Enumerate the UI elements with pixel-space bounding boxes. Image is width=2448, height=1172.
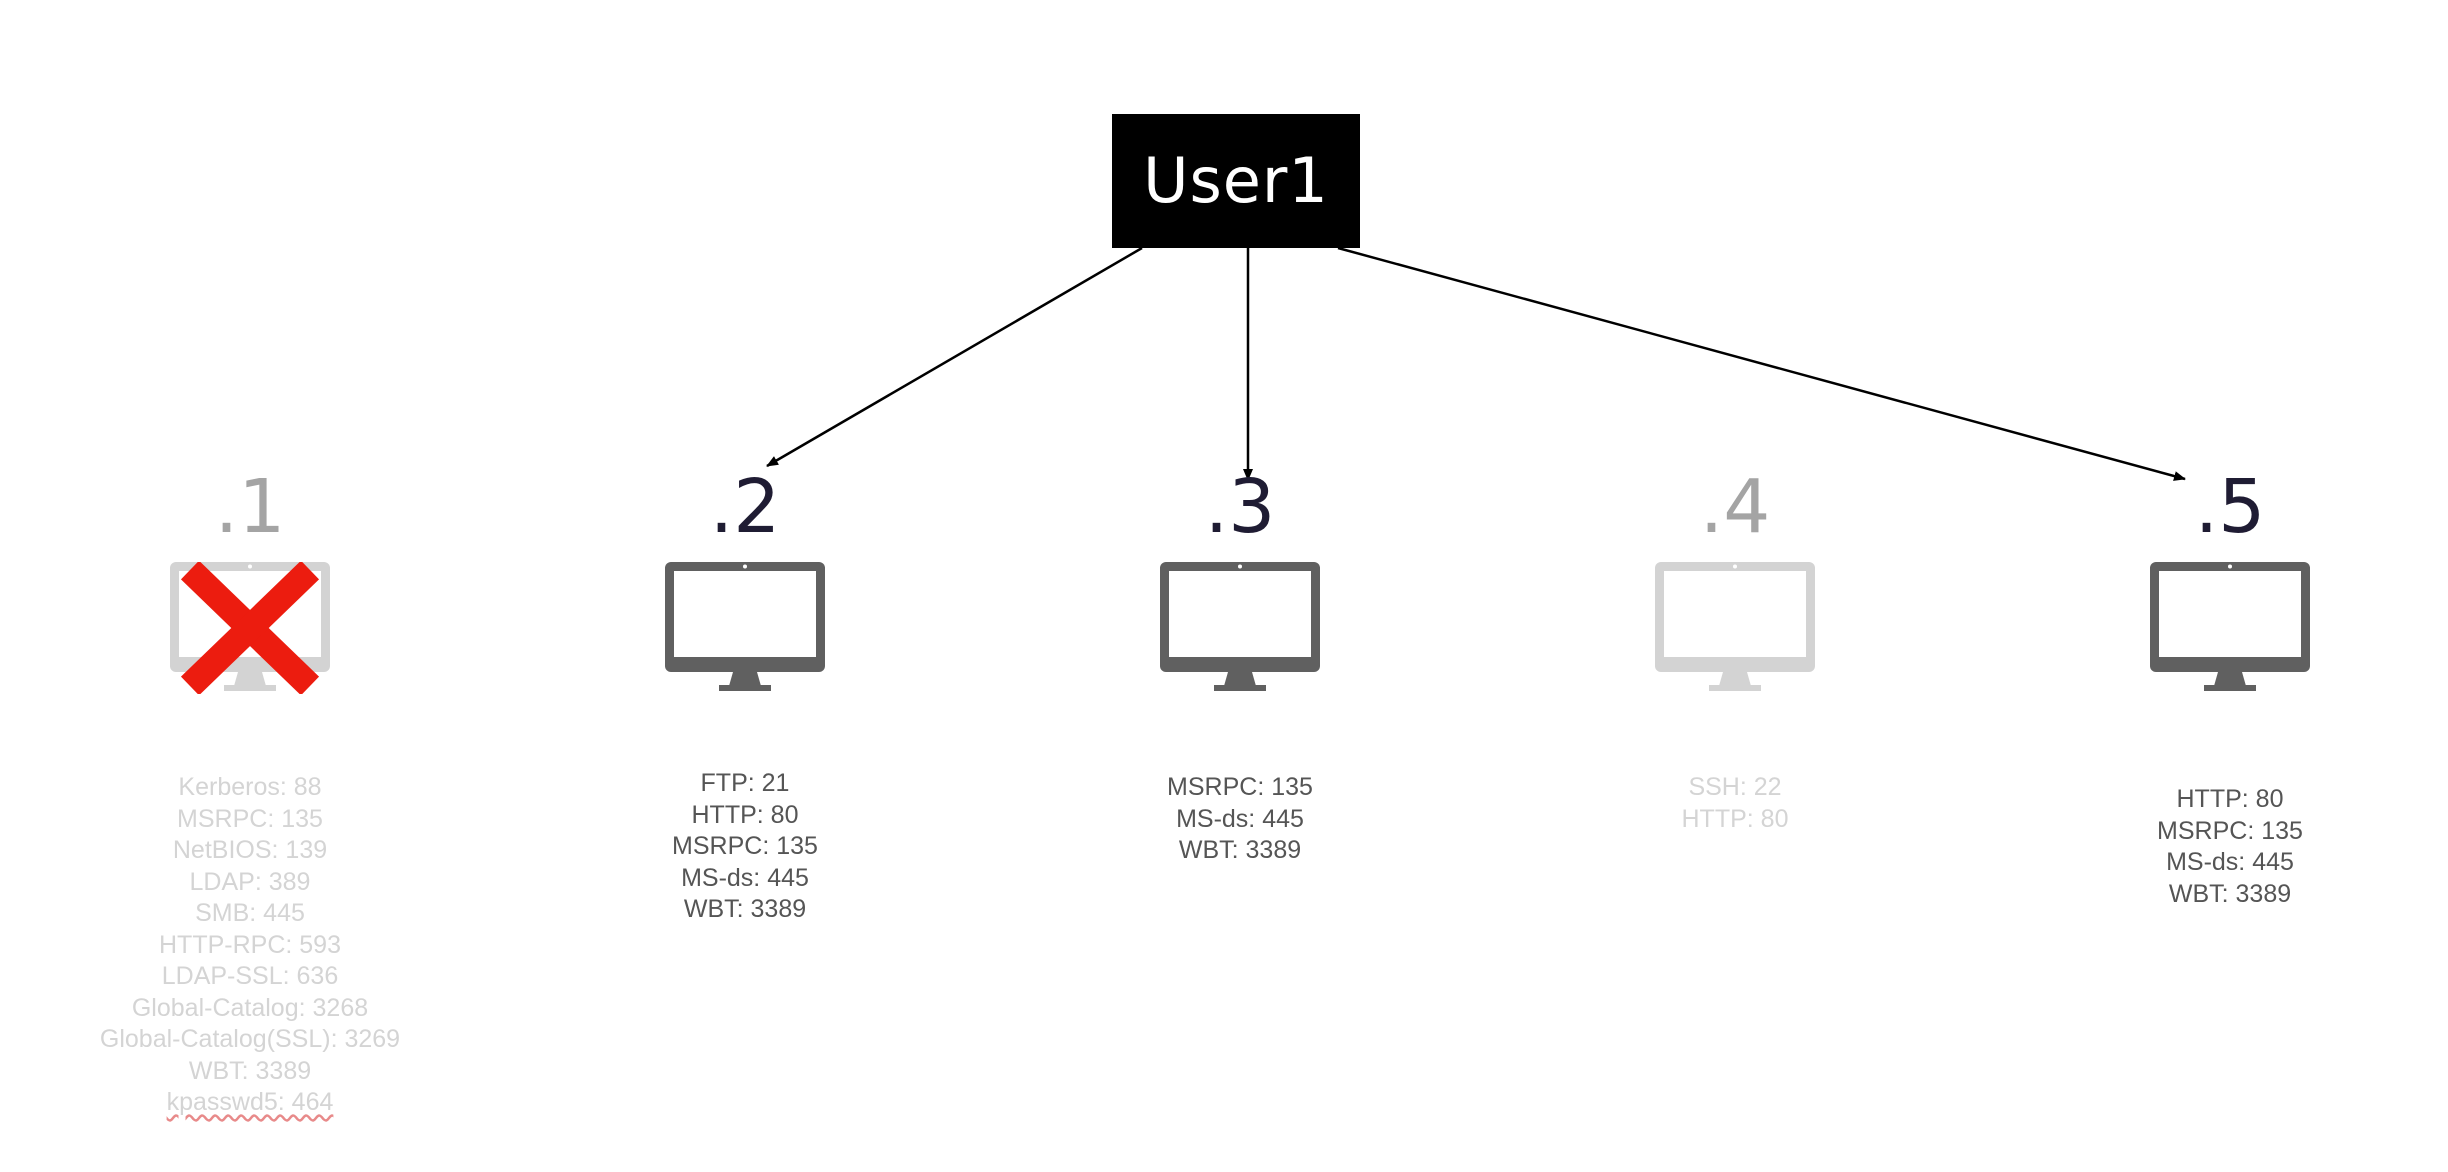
service-item: kpasswd5: 464 — [166, 1088, 334, 1116]
host-5-number: .5 — [2194, 464, 2266, 550]
host-3-monitor — [1160, 562, 1320, 694]
monitor-icon — [1160, 562, 1320, 691]
service-item: MS-ds: 445 — [1176, 804, 1304, 833]
user1-label: User1 — [1143, 144, 1329, 217]
host-1-number: .1 — [214, 464, 286, 550]
red-x-icon — [180, 562, 320, 694]
service-item: Global-Catalog: 3268 — [131, 993, 369, 1022]
service-item: LDAP-SSL: 636 — [161, 962, 339, 990]
host-5-monitor — [2150, 562, 2310, 694]
host-1-monitor — [170, 562, 330, 694]
host-2-monitor — [665, 562, 825, 694]
service-item: MS-ds: 445 — [681, 863, 809, 892]
service-item: SMB: 445 — [195, 899, 305, 927]
host-4-monitor — [1655, 562, 1815, 694]
host-4-services: SSH: 22 HTTP: 80 — [1525, 772, 1945, 835]
service-item: WBT: 3389 — [683, 895, 807, 923]
host-1-services: Kerberos: 88 MSRPC: 135 NetBIOS: 139 LDA… — [40, 772, 460, 1119]
service-item: MSRPC: 135 — [672, 832, 818, 860]
service-item: HTTP-RPC: 593 — [159, 930, 341, 959]
host-4[interactable]: .4 SSH: 22 HTTP: 80 — [1525, 464, 1945, 833]
host-4-number: .4 — [1699, 464, 1771, 550]
host-2-number: .2 — [709, 464, 781, 550]
monitor-icon — [1655, 562, 1815, 691]
service-item: MSRPC: 135 — [177, 804, 323, 833]
service-item: WBT: 3389 — [2168, 879, 2292, 908]
service-item: Global-Catalog(SSL): 3269 — [99, 1025, 401, 1053]
service-item: SSH: 22 — [1688, 773, 1782, 801]
service-item: HTTP: 80 — [691, 800, 799, 829]
service-item: MS-ds: 445 — [2166, 848, 2294, 876]
edge-user1-to-host-5 — [1337, 246, 2186, 481]
service-item: WBT: 3389 — [188, 1056, 312, 1085]
host-3-number: .3 — [1204, 464, 1276, 550]
host-1[interactable]: .1 Kerberos: 88 MSRPC: 135 NetBIOS: 139 … — [40, 464, 460, 1116]
monitor-icon — [2150, 562, 2310, 691]
host-2[interactable]: .2 FTP: 21 HTTP: 80 MSRPC: 135 MS-ds: 44… — [535, 464, 955, 923]
host-5-services: HTTP: 80 MSRPC: 135 MS-ds: 445 WBT: 3389 — [2020, 784, 2440, 910]
user1-node[interactable]: User1 — [1112, 114, 1360, 248]
host-3-services: MSRPC: 135 MS-ds: 445 WBT: 3389 — [1030, 772, 1450, 867]
service-item: LDAP: 389 — [189, 867, 311, 896]
monitor-icon — [665, 562, 825, 691]
host-3[interactable]: .3 MSRPC: 135 MS-ds: 445 WBT: 3389 — [1030, 464, 1450, 864]
service-item: FTP: 21 — [700, 769, 790, 797]
service-item: HTTP: 80 — [1681, 804, 1789, 833]
service-item: HTTP: 80 — [2176, 785, 2284, 813]
host-2-services: FTP: 21 HTTP: 80 MSRPC: 135 MS-ds: 445 W… — [535, 768, 955, 926]
service-item: MSRPC: 135 — [1167, 773, 1313, 801]
service-item: WBT: 3389 — [1178, 836, 1302, 864]
edge-user1-to-host-2 — [766, 246, 1143, 468]
service-item: NetBIOS: 139 — [172, 836, 328, 864]
service-item: Kerberos: 88 — [178, 773, 322, 801]
service-item: MSRPC: 135 — [2157, 816, 2303, 845]
host-5[interactable]: .5 HTTP: 80 MSRPC: 135 MS-ds: 445 WBT: 3… — [2020, 464, 2440, 908]
